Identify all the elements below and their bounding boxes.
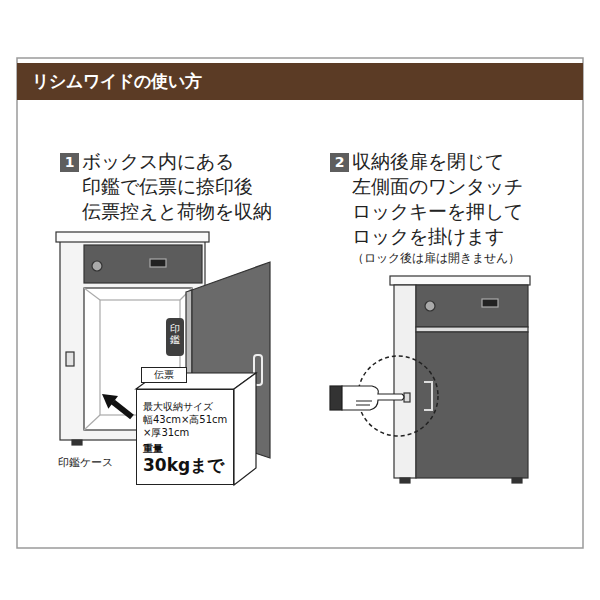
title-banner xyxy=(17,63,583,100)
title-text: リシムワイドの使い方 xyxy=(32,63,202,100)
package-spec: 30kgまで xyxy=(143,455,229,475)
package-spec: 重量 xyxy=(143,442,229,455)
step-number: 2 xyxy=(330,153,349,172)
package-box: 最大収納サイズ 幅43cm×高51cm ×厚31cm 重量30kgまで xyxy=(136,389,234,485)
step-number-text: 1 xyxy=(60,153,79,172)
note: （ロック後は扉は開きません） xyxy=(352,251,582,266)
delivery-slip: 伝票 xyxy=(141,367,187,383)
open-cabinet xyxy=(56,232,270,485)
step-instruction: 収納後扉を閉じて 左側面のワンタッチ ロックキーを押して ロックを掛けます xyxy=(352,149,587,249)
part-label: 印鑑ケース xyxy=(58,456,148,470)
step-number-text: 2 xyxy=(330,153,349,172)
stamp: 印鑑 xyxy=(166,318,184,356)
closed-cabinet xyxy=(390,276,530,483)
package-spec: 最大収納サイズ 幅43cm×高51cm ×厚31cm xyxy=(143,400,229,439)
step-instruction: ボックス内にある 印鑑で伝票に捺印後 伝票控えと荷物を収納 xyxy=(82,149,317,224)
slip-text: 伝票 xyxy=(142,368,186,382)
step-number: 1 xyxy=(60,153,79,172)
stamp-text: 印鑑 xyxy=(170,323,180,345)
insert-arrow xyxy=(102,394,132,417)
pressing-hand xyxy=(330,386,404,410)
frame xyxy=(17,58,583,548)
